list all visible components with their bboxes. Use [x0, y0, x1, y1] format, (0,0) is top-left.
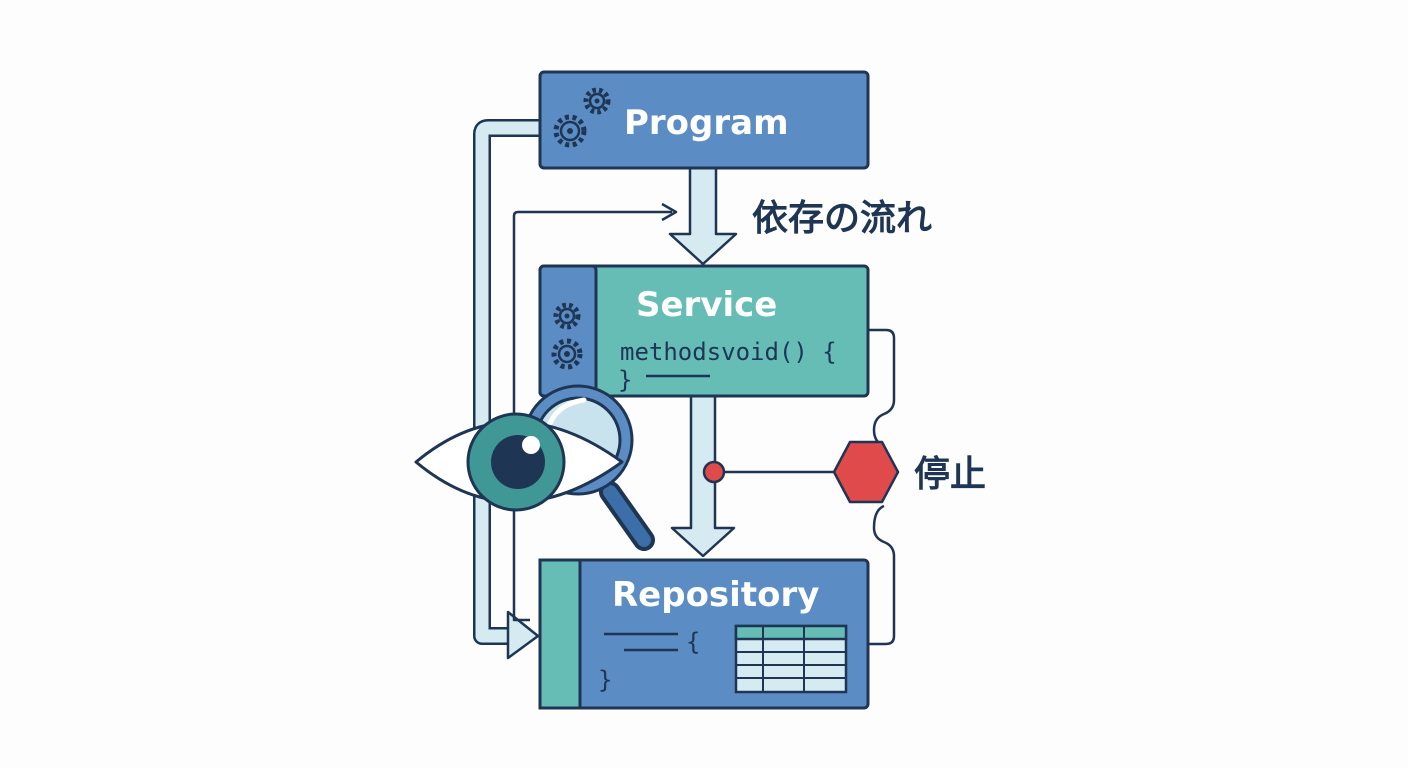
eye-icon [414, 412, 624, 512]
stop-hexagon-icon [832, 440, 900, 504]
gear-icon [583, 87, 611, 115]
outer-feedback-arrow [473, 119, 540, 660]
arrow-program-to-service [668, 164, 738, 266]
service-code-line: methodsvoid() { [620, 338, 837, 366]
service-code-close: } [618, 366, 632, 394]
stop-label: 停止 [914, 454, 986, 495]
repository-title: Repository [612, 575, 819, 615]
stop-point-icon [702, 460, 726, 484]
dependency-flow-label: 依存の流れ [752, 198, 932, 239]
program-node: Program [538, 70, 870, 170]
service-node: Service methodsvoid() { } [538, 264, 870, 398]
arrow-service-to-repository [670, 394, 736, 558]
repository-node: Repository { } [538, 558, 870, 710]
stop-bracket [702, 328, 900, 646]
table-icon [734, 624, 848, 694]
gear-icon [553, 114, 587, 148]
repository-code-close: } [598, 666, 612, 694]
service-title: Service [636, 285, 777, 325]
gear-icon [551, 338, 583, 370]
repository-code-open: { [686, 628, 700, 656]
gear-icon [553, 302, 581, 330]
program-title: Program [624, 103, 789, 143]
inner-return-line [512, 202, 678, 622]
